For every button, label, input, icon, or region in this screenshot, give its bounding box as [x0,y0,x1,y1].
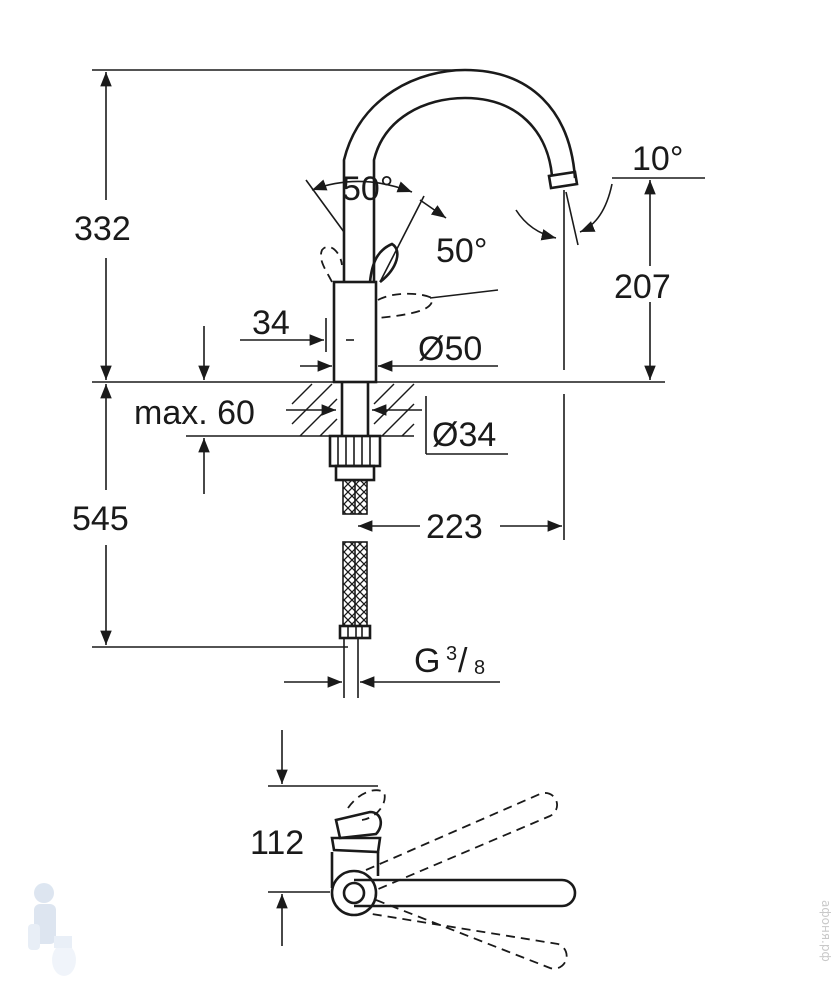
top-view-lever [330,789,386,854]
top-view-spout-rotated-down [371,899,568,970]
height-bottom-label: 545 [72,500,129,538]
side-view: 332 545 50° 50° [72,68,705,698]
top-view-dimension [268,730,378,946]
spout-angle-guides [515,177,705,370]
thread-g-label: G [414,642,440,680]
spout [342,68,579,282]
reach-dimension [358,394,565,540]
lever-offset-label: 34 [252,304,290,342]
hole-diameter-dimension [372,396,508,455]
spout-angle-label: 10° [632,140,683,178]
top-view: 112 [250,730,577,970]
deck-thickness-dimension [186,326,336,494]
lever-left-position [320,245,343,283]
height-dimension-line [92,69,665,648]
faucet-body [332,280,378,384]
spout-height-label: 207 [614,268,671,306]
max-deck-label: max. 60 [134,394,255,432]
reach-label: 223 [426,508,483,546]
thread-fraction-denominator: 8 [474,657,485,679]
top-view-spout [330,869,577,917]
thread-fraction-numerator: 3 [446,643,457,665]
watermark-mascot [28,883,76,976]
lever-angle-1-label: 50° [342,170,393,208]
height-top-label: 332 [74,210,131,248]
body-diameter-label: Ø50 [418,330,482,368]
supply-hoses [338,479,372,698]
lever [368,242,399,284]
lever-right-position [377,292,433,319]
thread-fraction-slash: / [458,642,468,680]
shank [328,382,382,482]
top-view-body [330,852,380,888]
hole-diameter-label: Ø34 [432,416,496,454]
countertop [291,383,415,437]
lever-angle-2-label: 50° [436,232,487,270]
lever-angle-guides [305,179,499,299]
watermark-text: афоня.рф [819,900,833,962]
top-view-spout-rotated-up [365,792,558,891]
top-view-dimension-label: 112 [250,824,304,862]
lever-offset-dimension [240,318,354,352]
